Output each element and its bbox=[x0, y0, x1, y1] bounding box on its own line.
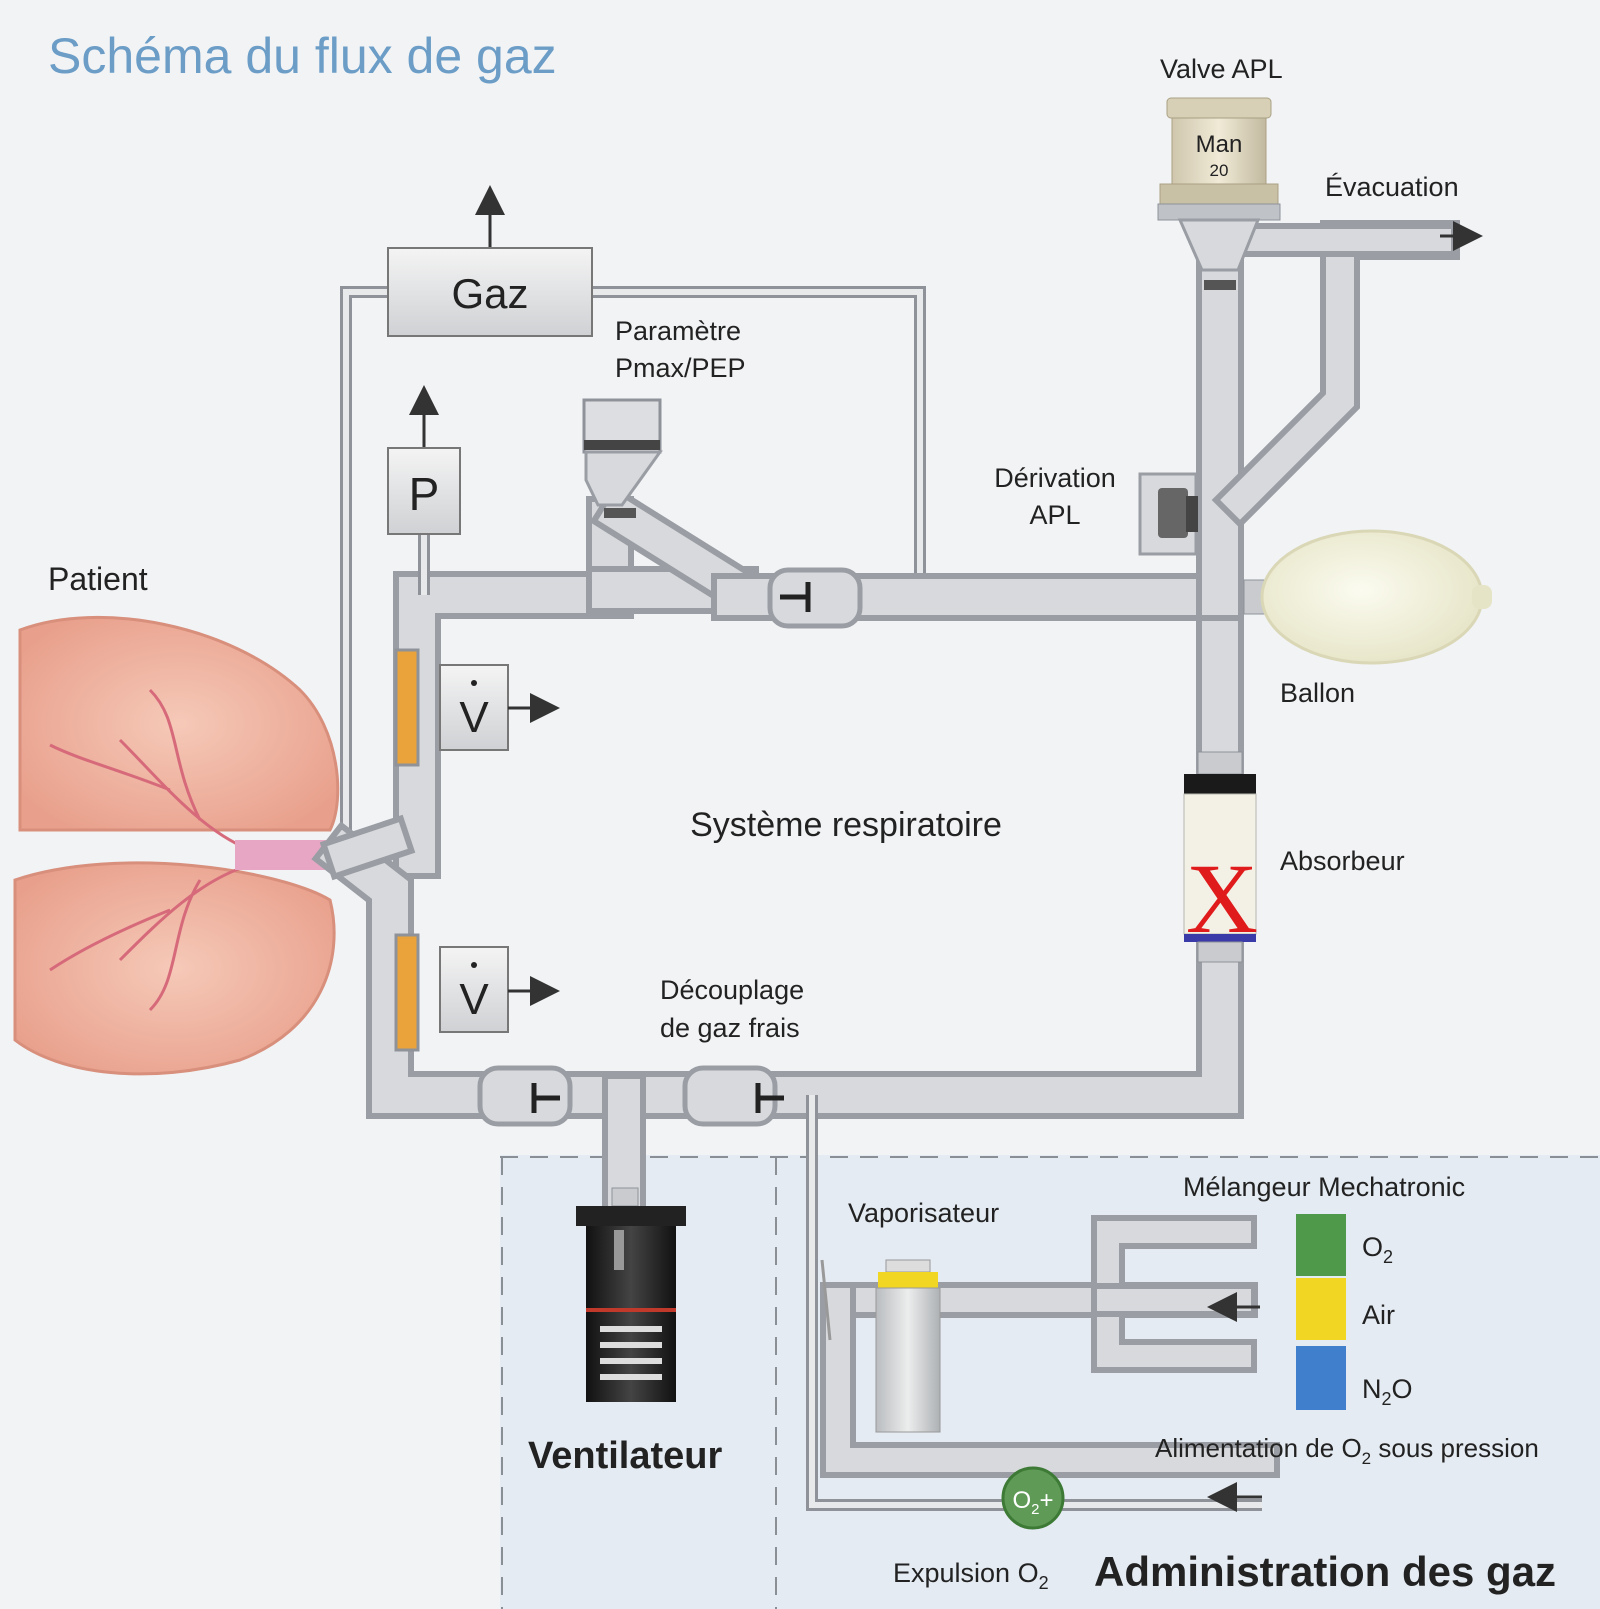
mechatronic-mixer-manifold bbox=[1091, 1215, 1260, 1373]
vaporisateur-label: Vaporisateur bbox=[848, 1198, 999, 1228]
o2-flush-button: O2+ bbox=[1001, 1466, 1065, 1530]
volume-box-upper: V bbox=[439, 664, 560, 751]
gas-legend: O2 Air N2O bbox=[1296, 1214, 1413, 1410]
ballon-label: Ballon bbox=[1280, 678, 1355, 708]
absorbeur-label: Absorbeur bbox=[1280, 846, 1405, 876]
decouplage-label-line1: Découplage bbox=[660, 975, 804, 1005]
n2o-legend-label: N2O bbox=[1362, 1374, 1413, 1409]
melangeur-label: Mélangeur Mechatronic bbox=[1183, 1172, 1465, 1202]
apl-bypass-switch bbox=[1138, 472, 1198, 556]
air-legend-label: Air bbox=[1362, 1300, 1395, 1330]
air-swatch bbox=[1296, 1278, 1346, 1340]
alimentation-label: Alimentation de O2 sous pression bbox=[1155, 1433, 1539, 1468]
vaporizer bbox=[820, 1259, 941, 1433]
volume-box-lower: V bbox=[439, 946, 560, 1033]
pmax-peep-valve bbox=[582, 398, 663, 518]
n2o-swatch bbox=[1296, 1346, 1346, 1410]
sampling-line bbox=[340, 286, 926, 855]
absorber-red-x-mark: X bbox=[1186, 843, 1258, 954]
expulsion-label: Expulsion O2 bbox=[893, 1558, 1049, 1593]
gas-analyzer-box: Gaz bbox=[387, 185, 593, 337]
flow-sensor-lower bbox=[394, 933, 420, 1052]
derivation-label-line1: Dérivation bbox=[994, 463, 1116, 493]
flow-sensor-upper bbox=[394, 648, 420, 767]
parametre-label-line2: Pmax/PEP bbox=[615, 353, 746, 383]
decouplage-label-line2: de gaz frais bbox=[660, 1013, 800, 1043]
volume-box-lower-label: V bbox=[459, 975, 489, 1024]
apl-valve: Man 20 bbox=[1157, 97, 1281, 290]
lungs-illustration bbox=[13, 615, 340, 1076]
gas-analyzer-label: Gaz bbox=[451, 270, 528, 317]
apl-valve-man: Man bbox=[1196, 131, 1243, 158]
admin-panel bbox=[500, 1155, 1600, 1609]
pressure-box-label: P bbox=[409, 468, 440, 520]
apl-valve-20: 20 bbox=[1210, 161, 1229, 180]
ventilator-bellows bbox=[576, 1187, 686, 1402]
systeme-respiratoire-label: Système respiratoire bbox=[690, 806, 1002, 844]
o2-swatch bbox=[1296, 1214, 1346, 1276]
page-title: Schéma du flux de gaz bbox=[48, 28, 557, 84]
absorber-canister: X bbox=[1183, 751, 1258, 963]
o2-legend-label: O2 bbox=[1362, 1232, 1393, 1267]
pressure-box: P bbox=[387, 385, 461, 595]
parametre-label-line1: Paramètre bbox=[615, 316, 741, 346]
administration-label: Administration des gaz bbox=[1094, 1548, 1556, 1595]
valve-apl-label: Valve APL bbox=[1160, 54, 1283, 84]
ventilateur-label: Ventilateur bbox=[528, 1435, 722, 1477]
derivation-label-line2: APL bbox=[1029, 500, 1080, 530]
evacuation-label: Évacuation bbox=[1325, 172, 1459, 202]
volume-box-upper-label: V bbox=[459, 693, 489, 742]
patient-label: Patient bbox=[48, 561, 148, 597]
breathing-bag bbox=[1243, 529, 1492, 665]
o2-flush-label: O2+ bbox=[1012, 1487, 1053, 1518]
